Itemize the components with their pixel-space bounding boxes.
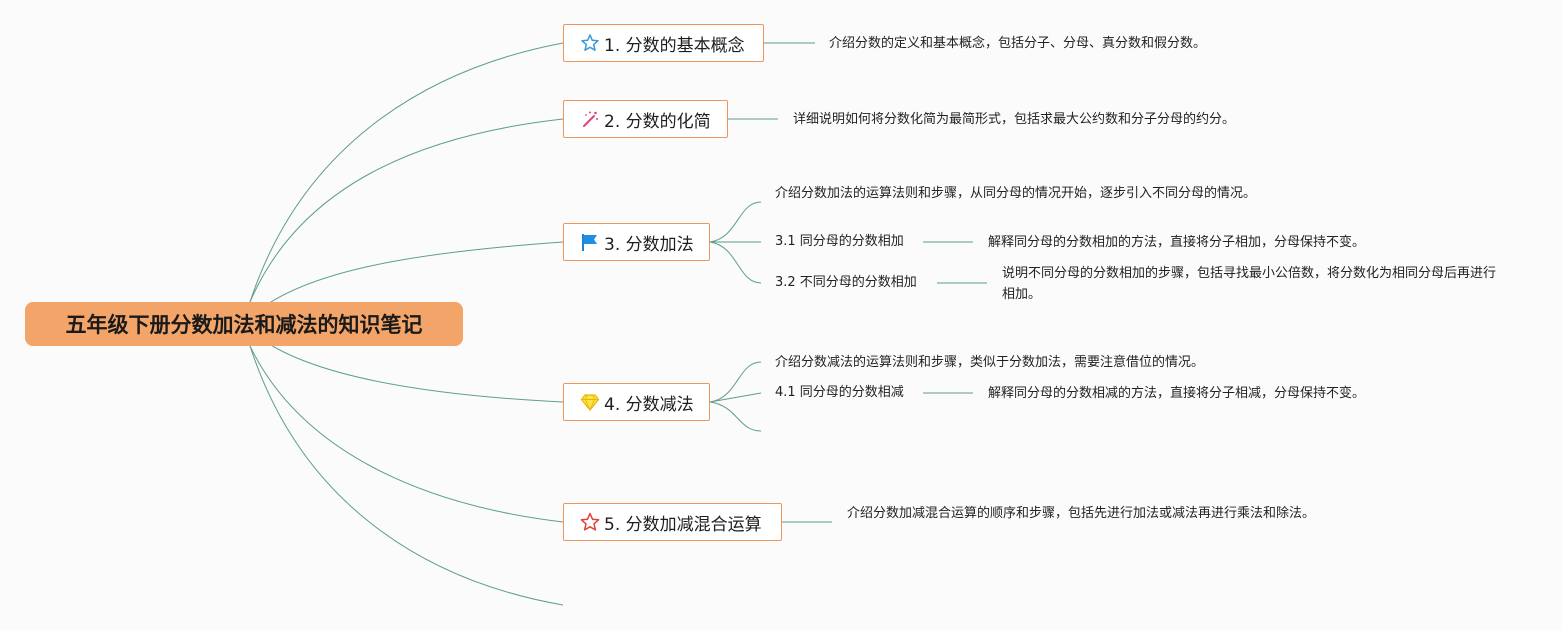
subtopic-label-3-1[interactable]: 3.1 同分母的分数相加 [775,234,904,249]
connector-root-topic-5 [249,345,564,523]
root-node[interactable]: 五年级下册分数加法和减法的知识笔记 [25,302,463,346]
topic-node-2[interactable]: 2. 分数的化简 [563,100,728,138]
topic-node-5[interactable]: 5. 分数加减混合运算 [563,503,782,541]
subtopic-label-3-2[interactable]: 3.2 不同分母的分数相加 [775,275,917,290]
topic-label-3: 3. 分数加法 [604,234,694,255]
topic-node-1[interactable]: 1. 分数的基本概念 [563,24,764,62]
diamond-icon [580,392,600,412]
connector-topic-4-sub-1 [709,392,762,403]
subtopic-label-4-1[interactable]: 4.1 同分母的分数相减 [775,385,904,400]
topic-desc-5: 介绍分数加减混合运算的顺序和步骤，包括先进行加法或减法再进行乘法和除法。 [847,506,1316,521]
topic-label-1: 1. 分数的基本概念 [604,35,745,56]
topic-label-5: 5. 分数加减混合运算 [604,514,762,535]
connector-root-topic-2 [249,118,564,303]
blue-flag-icon [580,232,600,252]
star-outline-icon [580,33,600,53]
topic-desc-2: 详细说明如何将分数化简为最简形式，包括求最大公约数和分子分母的约分。 [793,112,1236,127]
connector-topic-3-sub-2 [709,241,762,284]
connector-topic-3-desc [709,201,762,243]
connector-topic-4-desc [709,361,762,403]
red-star-outline-icon [580,512,600,532]
topic-label-4: 4. 分数减法 [604,394,694,415]
topic-label-2: 2. 分数的化简 [604,111,711,132]
subtopic-desc-4-1: 解释同分母的分数相减的方法，直接将分子相减，分母保持不变。 [988,386,1366,401]
connector-topic-4-empty [709,401,762,432]
connector-root-topic-3 [249,241,564,319]
topic-desc-4: 介绍分数减法的运算法则和步骤，类似于分数加法，需要注意借位的情况。 [775,355,1205,370]
topic-node-4[interactable]: 4. 分数减法 [563,383,710,421]
topic-desc-1: 介绍分数的定义和基本概念，包括分子、分母、真分数和假分数。 [829,36,1207,51]
connector-root-empty [249,345,564,606]
connector-root-topic-4 [249,329,564,403]
subtopic-desc-3-2: 说明不同分母的分数相加的步骤，包括寻找最小公倍数，将分数化为相同分母后再进行相加… [1002,266,1497,302]
magic-wand-icon [580,109,600,129]
subtopic-desc-3-1: 解释同分母的分数相加的方法，直接将分子相加，分母保持不变。 [988,235,1366,250]
topic-desc-3: 介绍分数加法的运算法则和步骤，从同分母的情况开始，逐步引入不同分母的情况。 [775,186,1257,201]
connector-root-topic-1 [249,42,564,303]
topic-node-3[interactable]: 3. 分数加法 [563,223,710,261]
